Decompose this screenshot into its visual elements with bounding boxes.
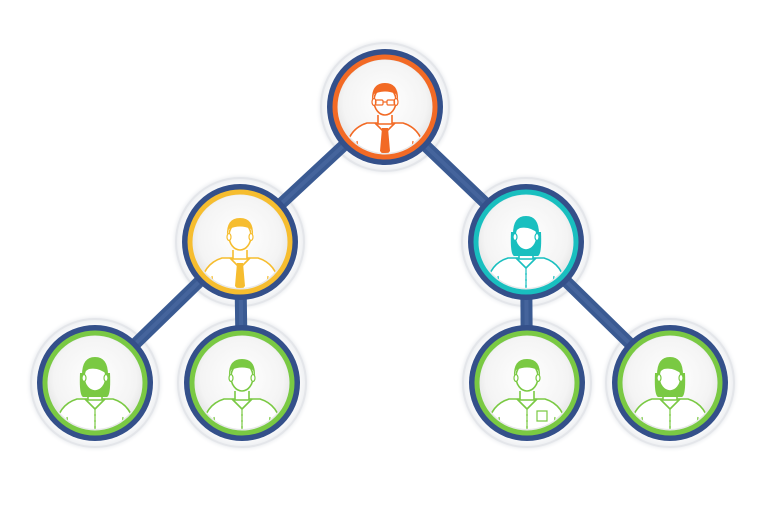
manager-left-accent-ring	[187, 189, 293, 295]
member-3-accent-ring	[474, 330, 580, 436]
node-member-4	[612, 325, 728, 441]
member-1-accent-ring	[42, 330, 148, 436]
manager-left-tie-icon	[235, 263, 245, 288]
node-member-1	[37, 325, 153, 441]
node-manager-right	[468, 184, 584, 300]
member-4-halo-ring	[605, 318, 735, 448]
member-2-accent-ring	[189, 330, 295, 436]
manager-right-person-icon	[485, 216, 567, 288]
member-2-person-icon	[201, 359, 283, 429]
top-manager-accent-ring	[332, 54, 438, 160]
node-manager-left	[182, 184, 298, 300]
node-top-manager	[327, 49, 443, 165]
member-3-pocket	[536, 410, 548, 422]
manager-right-accent-ring	[473, 189, 579, 295]
manager-left-person-icon	[199, 218, 281, 288]
member-3-person-icon	[486, 359, 568, 429]
member-1-person-icon	[54, 357, 136, 429]
member-4-accent-ring	[617, 330, 723, 436]
node-layer	[37, 49, 728, 441]
node-member-2	[184, 325, 300, 441]
top-manager-halo-ring	[320, 42, 450, 172]
member-1-halo-ring	[30, 318, 160, 448]
top-manager-tie-icon	[380, 128, 390, 153]
top-manager-glasses-icon	[374, 99, 396, 106]
node-member-3	[469, 325, 585, 441]
